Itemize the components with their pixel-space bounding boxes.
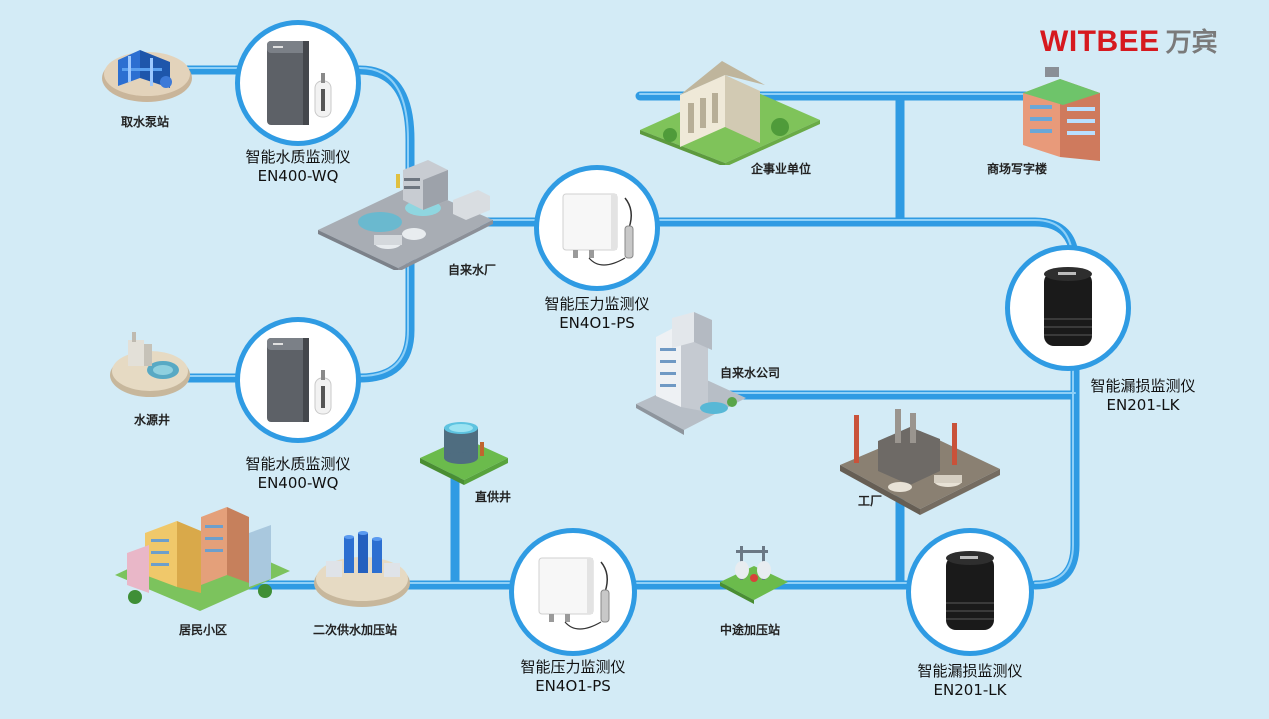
water-source-well-icon bbox=[110, 332, 190, 397]
device-model: EN201-LK bbox=[933, 681, 1007, 699]
intake-pump-station-label: 取水泵站 bbox=[121, 115, 170, 129]
enterprise-label: 企事业单位 bbox=[751, 162, 812, 176]
water-source-well-label: 水源井 bbox=[134, 413, 171, 427]
water-quality-monitor-top bbox=[235, 20, 361, 146]
direct-supply-well-icon bbox=[420, 422, 508, 485]
secondary-pump-station-icon bbox=[314, 531, 410, 607]
water-company-icon bbox=[636, 312, 746, 435]
device-model: EN4O1-PS bbox=[559, 314, 635, 332]
device-name: 智能漏损监测仪 bbox=[1090, 377, 1196, 395]
booster-station-label: 中途加压站 bbox=[720, 623, 781, 637]
device-model: EN201-LK bbox=[1106, 396, 1180, 414]
water-quality-monitor-bottom-caption: 智能水质监测仪 EN400-WQ bbox=[233, 455, 363, 493]
device-name: 智能水质监测仪 bbox=[245, 455, 351, 473]
secondary-pump-station-label: 二次供水加压站 bbox=[313, 623, 398, 637]
device-model: EN400-WQ bbox=[257, 167, 339, 185]
pressure-monitor-bottom-caption: 智能压力监测仪 EN4O1-PS bbox=[503, 658, 643, 696]
water-quality-monitor-icon bbox=[267, 41, 332, 125]
leak-monitor-bottom bbox=[906, 528, 1034, 656]
residential-icon bbox=[115, 507, 290, 611]
enterprise-icon bbox=[640, 61, 820, 165]
pressure-monitor-top bbox=[534, 165, 660, 291]
device-model: EN400-WQ bbox=[257, 474, 339, 492]
leak-monitor-bottom-caption: 智能漏损监测仪 EN201-LK bbox=[900, 662, 1040, 700]
pressure-monitor-top-caption: 智能压力监测仪 EN4O1-PS bbox=[527, 295, 667, 333]
pressure-monitor-icon bbox=[538, 557, 610, 630]
brand-name-cn: 万宾 bbox=[1165, 28, 1218, 58]
brand-name: WITBEE bbox=[1040, 25, 1160, 58]
water-plant-label: 自来水厂 bbox=[448, 263, 497, 277]
direct-supply-well-label: 直供井 bbox=[475, 490, 512, 504]
water-plant-icon bbox=[318, 160, 493, 270]
factory-label: 工厂 bbox=[858, 494, 883, 508]
booster-station-icon bbox=[720, 546, 788, 604]
pressure-monitor-icon bbox=[562, 193, 634, 266]
intake-pump-station-icon bbox=[102, 50, 192, 102]
device-model: EN4O1-PS bbox=[535, 677, 611, 695]
leak-monitor-icon bbox=[946, 551, 994, 630]
water-quality-monitor-bottom bbox=[235, 317, 361, 443]
device-name: 智能漏损监测仪 bbox=[917, 662, 1023, 680]
device-name: 智能压力监测仪 bbox=[520, 658, 626, 676]
leak-monitor-right bbox=[1005, 245, 1131, 371]
water-quality-monitor-icon bbox=[267, 338, 332, 422]
pressure-monitor-bottom bbox=[509, 528, 637, 656]
mall-office-icon bbox=[1023, 67, 1100, 161]
device-name: 智能压力监测仪 bbox=[544, 295, 650, 313]
water-quality-monitor-top-caption: 智能水质监测仪 EN400-WQ bbox=[233, 148, 363, 186]
leak-monitor-icon bbox=[1044, 267, 1092, 346]
leak-monitor-right-caption: 智能漏损监测仪 EN201-LK bbox=[1073, 377, 1213, 415]
factory-icon bbox=[840, 409, 1000, 515]
device-name: 智能水质监测仪 bbox=[245, 148, 351, 166]
water-company-label: 自来水公司 bbox=[720, 366, 781, 380]
residential-label: 居民小区 bbox=[179, 623, 228, 637]
mall-office-label: 商场写字楼 bbox=[987, 162, 1048, 176]
